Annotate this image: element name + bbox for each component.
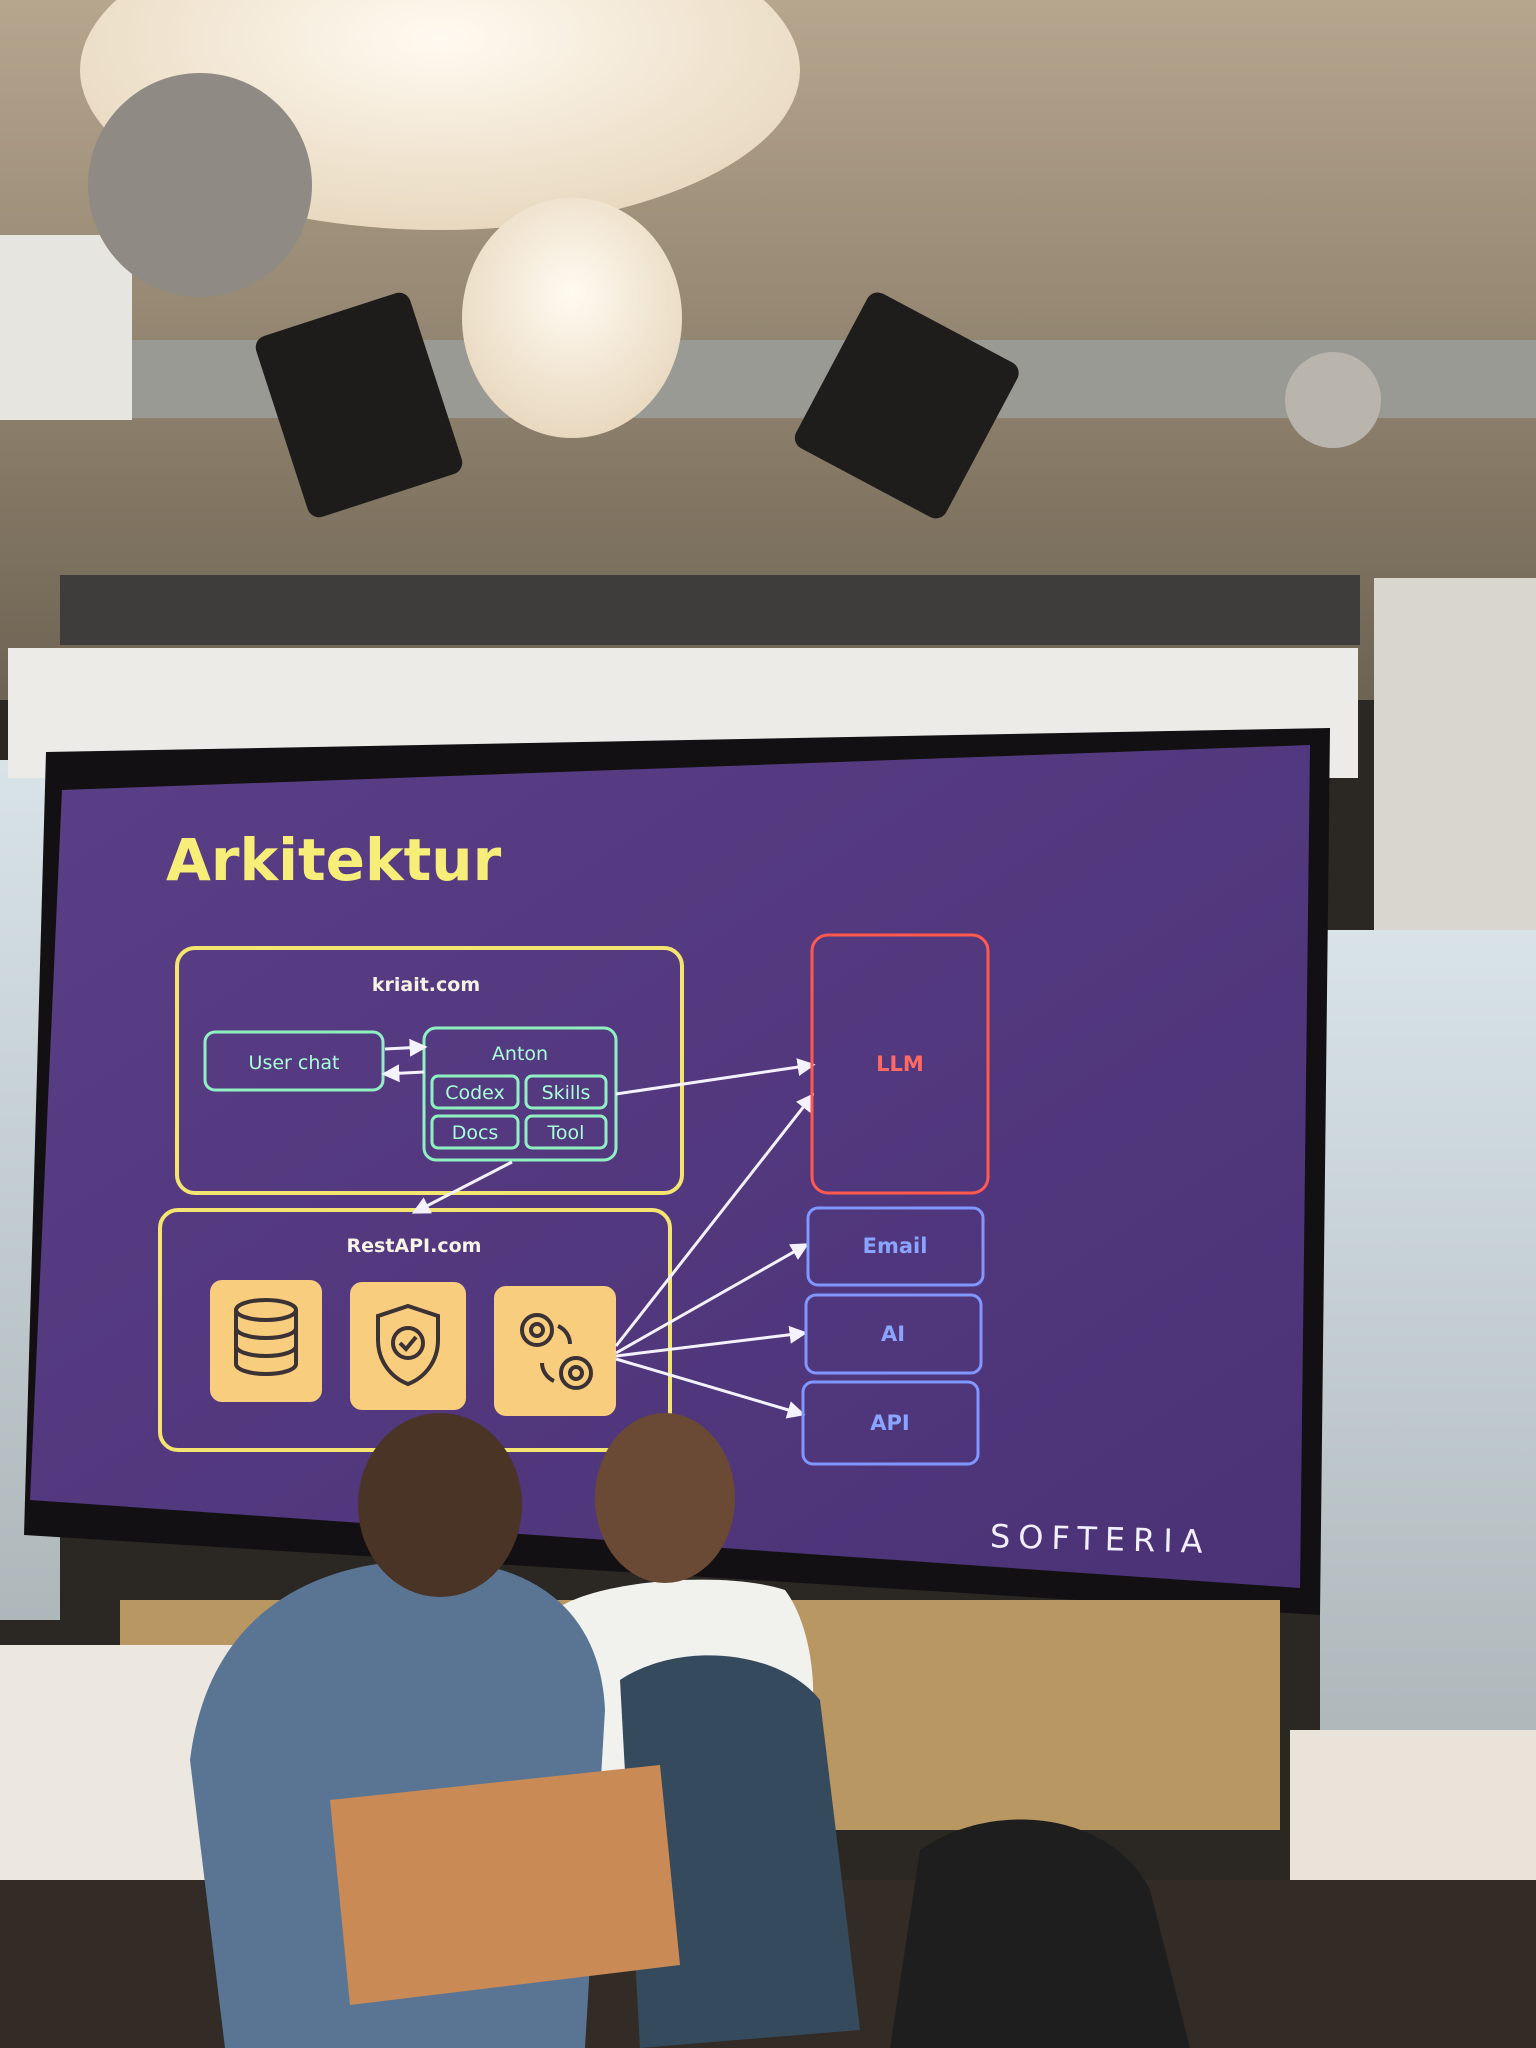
frontend-domain: kriait.com xyxy=(372,974,480,996)
projector-housing xyxy=(0,235,132,420)
shield-check-icon xyxy=(376,1303,440,1387)
slide-title: Arkitektur xyxy=(166,826,502,894)
llm-box xyxy=(810,933,990,1195)
module-skills-label: Skills xyxy=(542,1082,591,1104)
ai-label: AI xyxy=(881,1322,905,1346)
disco-ball-small xyxy=(1285,352,1381,448)
person-right-head xyxy=(595,1413,735,1583)
agent-to-chat-arrow xyxy=(381,1064,425,1083)
email-box xyxy=(806,1206,985,1287)
llm-label: LLM xyxy=(876,1052,924,1076)
disco-ball xyxy=(88,73,312,297)
module-docs-label: Docs xyxy=(452,1122,499,1144)
module-docs-chip xyxy=(430,1114,520,1150)
user-chat-chip xyxy=(203,1030,385,1092)
agent-to-llm-arrow xyxy=(615,1058,816,1096)
brand-logo: SOFTERIA xyxy=(989,1517,1211,1561)
agent-label: Anton xyxy=(492,1043,548,1065)
agent-to-backend-arrow xyxy=(411,1160,513,1214)
stage-light-right xyxy=(794,292,1019,519)
dark-jacket xyxy=(890,1819,1190,2048)
user-chat-label: User chat xyxy=(249,1052,340,1074)
module-tool-label: Tool xyxy=(547,1122,585,1144)
module-skills-chip xyxy=(524,1074,608,1110)
speaker-right xyxy=(1374,578,1536,934)
api-label: API xyxy=(870,1411,909,1435)
ceiling-beam xyxy=(60,575,1360,645)
jacket xyxy=(620,1655,860,2048)
chair xyxy=(330,1765,680,2005)
stage-light-left xyxy=(255,292,463,518)
person-left-head xyxy=(358,1413,522,1597)
module-codex-label: Codex xyxy=(445,1082,505,1104)
globe-lamp xyxy=(462,198,682,438)
backend-domain: RestAPI.com xyxy=(347,1235,482,1257)
gears-to-api-arrow xyxy=(615,1357,806,1419)
gears-to-llm-arrow xyxy=(614,1093,815,1347)
frontend-box xyxy=(175,946,684,1195)
api-box xyxy=(801,1380,980,1466)
database-icon xyxy=(234,1298,298,1376)
window-right xyxy=(1320,930,1536,1740)
ceiling-duct xyxy=(0,340,1536,418)
gears-icon xyxy=(520,1313,593,1390)
gears-to-email-arrow xyxy=(615,1243,810,1355)
ai-box xyxy=(804,1293,983,1375)
email-label: Email xyxy=(863,1234,928,1258)
gears-tile xyxy=(494,1286,616,1416)
module-codex-chip xyxy=(430,1074,520,1110)
chat-to-agent-arrow xyxy=(384,1038,428,1057)
module-tool-chip xyxy=(524,1114,608,1150)
gears-to-ai-arrow xyxy=(615,1325,808,1358)
